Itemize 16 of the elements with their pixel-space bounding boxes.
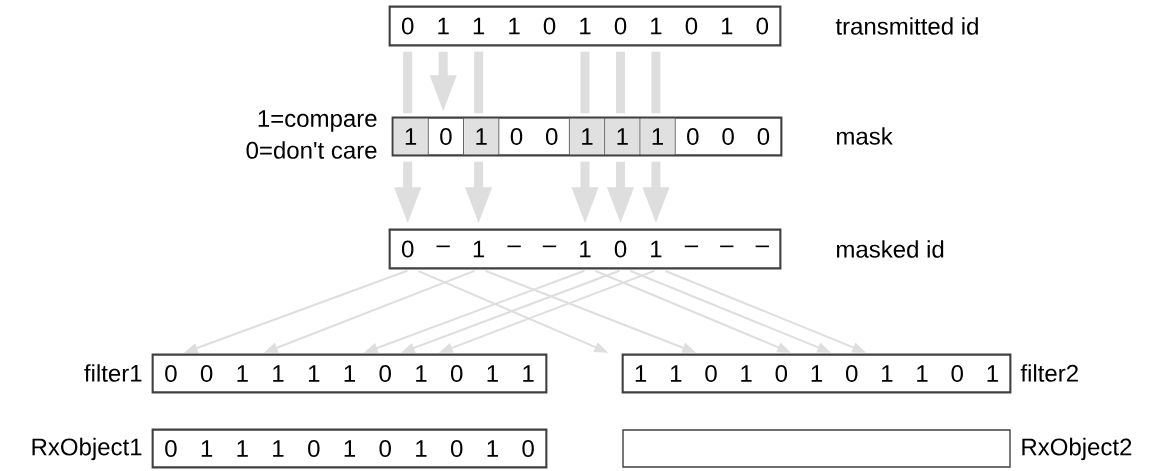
register-label: mask [837, 127, 893, 145]
register-label: RxObject1 [32, 437, 142, 461]
register-label: filter2 [1020, 364, 1078, 382]
register-box: 0 0 1 1 1 1 0 1 0 1 1 [151, 353, 548, 394]
empty-register-box [622, 429, 1011, 468]
register-box: 1 1 0 1 0 1 0 1 1 0 1 [621, 353, 1012, 394]
register-label: transmitted id [835, 17, 978, 35]
register-label: RxObject2 [1022, 437, 1132, 461]
register-label: masked id [837, 240, 944, 258]
register-box: 0 – 1 – – 1 0 1 – – – [388, 228, 782, 270]
register-box: 0 1 1 1 0 1 0 1 0 1 0 [151, 428, 548, 469]
register-label: 0=don't care [246, 141, 377, 159]
register-label: 1=compare [258, 110, 377, 132]
register-label: filter1 [84, 364, 142, 382]
register-box: 1 0 1 0 0 1 1 1 0 0 0 [391, 116, 783, 157]
register-box: 0 1 1 1 0 1 0 1 0 1 0 [388, 5, 782, 47]
